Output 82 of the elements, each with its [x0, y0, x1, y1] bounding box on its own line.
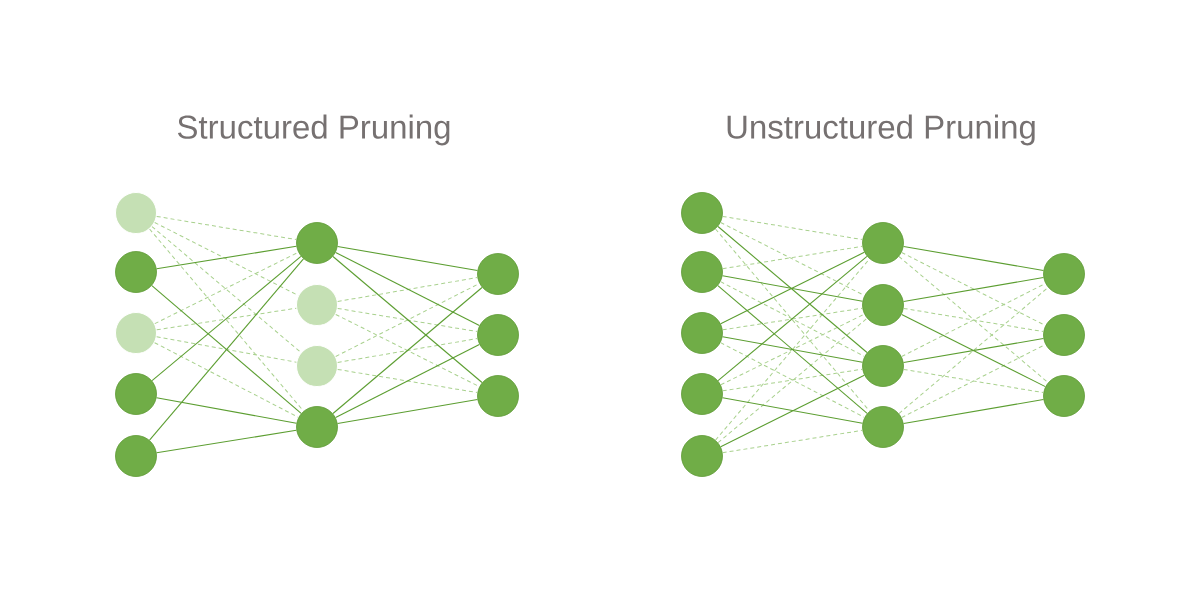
connection-line: [901, 251, 1046, 327]
neuron-circle: [1043, 314, 1085, 356]
connection-line: [156, 307, 297, 331]
neuron-circle: [862, 345, 904, 387]
connection-line: [898, 287, 1049, 414]
neuron-circle: [115, 435, 157, 477]
connection-line: [151, 285, 302, 414]
title: Structured Pruning: [177, 114, 450, 146]
neuron-circle: [681, 312, 723, 354]
connection-line: [903, 246, 1044, 272]
neuron-circle: [681, 373, 723, 415]
connection-line: [151, 255, 302, 382]
connection-line: [335, 343, 480, 419]
neuron-circle: [115, 373, 157, 415]
connection-line: [335, 313, 480, 388]
connection-line: [903, 337, 1044, 364]
connection-line: [715, 228, 870, 412]
connection-line: [903, 398, 1044, 425]
connection-line: [720, 342, 865, 418]
connection-line: [903, 276, 1044, 303]
connection-line: [149, 228, 304, 412]
neuron-circle: [477, 375, 519, 417]
connection-line: [151, 226, 302, 353]
connection-line: [903, 368, 1044, 394]
connection-line: [901, 283, 1046, 358]
neuron-circle: [681, 251, 723, 293]
connection-line: [717, 225, 868, 354]
connection-line: [720, 221, 865, 297]
connection-line: [332, 255, 483, 384]
connection-line: [154, 342, 299, 418]
connection-line: [156, 245, 297, 270]
connection-line: [722, 215, 863, 241]
connection-line: [720, 281, 865, 357]
connection-line: [722, 368, 863, 392]
neuron-circle: [296, 345, 338, 387]
neuron-circle: [296, 222, 338, 264]
neuron-circle: [477, 253, 519, 295]
connection-line: [337, 338, 478, 363]
neuron-circle: [681, 192, 723, 234]
neuron-circle: [296, 406, 338, 448]
connection-line: [156, 215, 297, 241]
connection-line: [149, 258, 305, 441]
neuron-circle: [862, 406, 904, 448]
neuron-circle: [681, 435, 723, 477]
connection-line: [156, 397, 297, 424]
connection-line: [901, 344, 1046, 419]
title: Unstructured Pruning: [727, 114, 1035, 146]
connection-line: [717, 317, 868, 444]
neuron-circle: [115, 251, 157, 293]
neuron-circle: [477, 314, 519, 356]
connection-line: [715, 258, 870, 441]
connection-line: [332, 286, 483, 415]
connection-line: [903, 307, 1044, 333]
connection-line: [898, 256, 1049, 383]
connection-line: [722, 245, 863, 270]
connection-line: [901, 313, 1046, 388]
connection-line: [722, 397, 863, 424]
neuron-circle: [115, 192, 157, 234]
neuron-circle: [1043, 253, 1085, 295]
connection-line: [154, 251, 299, 325]
neuron-circle: [862, 222, 904, 264]
connection-line: [717, 255, 868, 382]
connection-line: [717, 285, 868, 414]
connection-line: [722, 336, 863, 363]
connection-line: [337, 398, 478, 425]
connection-line: [337, 277, 478, 302]
connection-line: [722, 275, 863, 302]
connection-line: [337, 246, 478, 272]
connection-line: [156, 429, 297, 454]
connection-line: [722, 307, 863, 331]
connection-line: [722, 429, 863, 454]
neuron-circle: [115, 312, 157, 354]
connection-line: [720, 313, 865, 386]
connection-line: [337, 307, 478, 333]
connection-line: [720, 374, 865, 448]
connection-line: [720, 251, 865, 325]
neuron-circle: [296, 284, 338, 326]
neuron-circle: [1043, 375, 1085, 417]
neuron-circle: [862, 284, 904, 326]
connection-line: [335, 251, 480, 327]
connection-line: [337, 368, 478, 394]
connection-line: [156, 336, 297, 363]
